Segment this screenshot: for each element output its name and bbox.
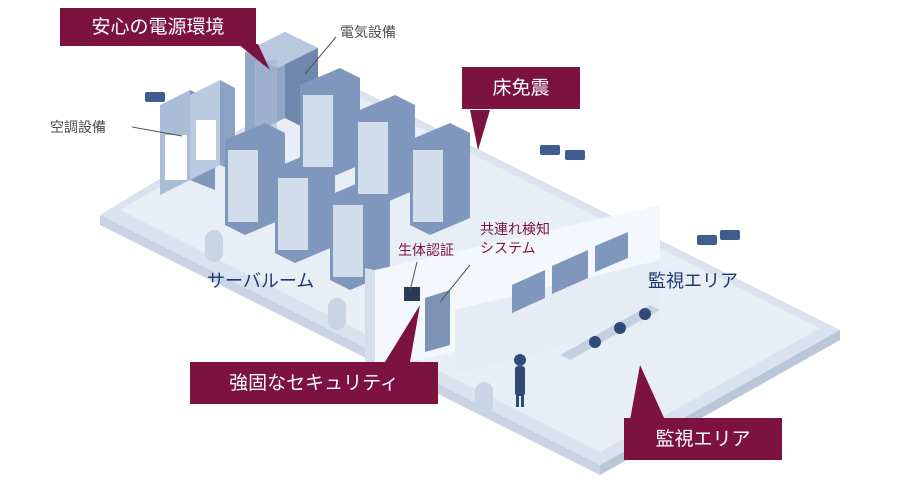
wall-monitors	[512, 232, 628, 313]
label-aircon: 空調設備	[50, 120, 106, 136]
label-tailgating-line1: 共連れ検知	[480, 222, 550, 238]
server-racks	[225, 68, 470, 290]
monitoring-desks	[560, 305, 660, 360]
person-icon	[514, 354, 526, 407]
callout-security: 強固なセキュリティ	[190, 362, 438, 404]
callout-floor-isolation: 床免震	[462, 67, 580, 109]
biometric-reader-icon	[404, 287, 420, 301]
callout-monitor-area: 監視エリア	[624, 418, 782, 460]
security-camera-icon	[145, 92, 740, 245]
label-biometric: 生体認証	[398, 243, 454, 259]
callout-power: 安心の電源環境	[60, 8, 256, 46]
label-server-room: サーバルーム	[207, 271, 315, 292]
label-tailgating-line2: システム	[480, 241, 536, 257]
callout-pointers	[238, 44, 665, 420]
label-electrical: 電気設備	[340, 25, 396, 41]
label-monitor-area: 監視エリア	[648, 271, 738, 292]
support-pillars	[205, 230, 493, 414]
leader-lines	[131, 36, 471, 303]
